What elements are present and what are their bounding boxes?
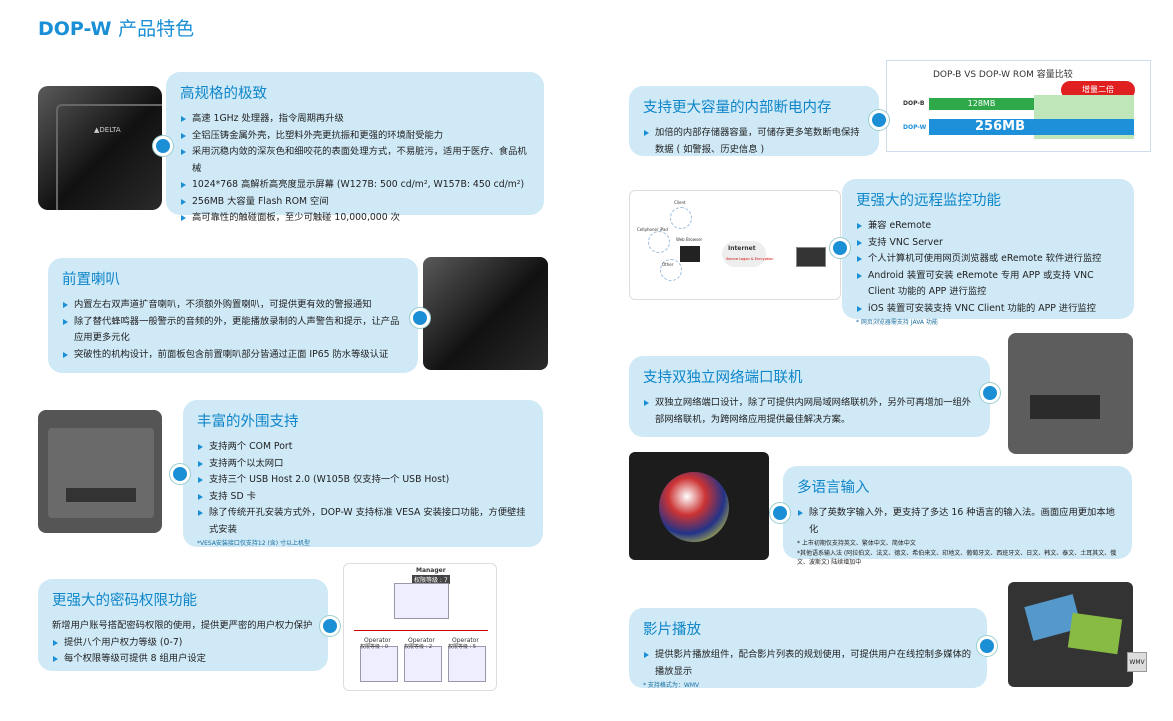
password-card: 更强大的密码权限功能 新增用户账号搭配密码权限的使用，提供更严密的用户权力保护 … [38,579,328,671]
feature-item: 支持三个 USB Host 2.0 (W105B 仅支持一个 USB Host) [197,472,529,489]
feature-item: 加倍的内部存储器容量，可储存更多笔数断电保持数据 ( 如警报、历史信息 ) [643,125,865,158]
feature-item: 256MB 大容量 Flash ROM 空间 [180,194,530,211]
high-spec-card: 高规格的极致 高速 1GHz 处理器，指令周期再升级全铝压铸金属外壳，比塑料外壳… [166,72,544,223]
feature-item: 支持两个 COM Port [197,439,529,456]
feature-item: 个人计算机可使用网页浏览器或 eRemote 软件进行监控 [856,251,1120,268]
connector-dot [410,308,430,328]
feature-item: 突破性的机构设计，前面板包含前置喇叭部分皆通过正面 IP65 防水等级认证 [62,347,404,364]
feature-item: 兼容 eRemote [856,218,1120,235]
language-note-1: * 上市初期仅支持英文、繁体中文、简体中文 [797,540,916,547]
speaker-photo [423,257,548,370]
network-card: 支持双独立网络端口联机 双独立网络端口设计，除了可提供内网局域网络联机外，另外可… [629,356,990,437]
feature-item: 提供八个用户权力等级 (0-7) [52,635,314,652]
language-globe-photo [629,452,769,560]
password-title: 更强大的密码权限功能 [52,593,197,609]
network-title: 支持双独立网络端口联机 [643,370,803,386]
feature-item: 双独立网络端口设计，除了可提供内网局域网络联机外，另外可再增加一组外部网络联机，… [643,395,976,428]
feature-item: 1024*768 高解析高亮度显示屏幕 (W127B: 500 cd/m², W… [180,177,530,194]
speaker-title: 前置喇叭 [62,272,120,288]
dopw-bar: 256MB [929,119,1134,135]
connector-dot [770,503,790,523]
memory-card: 支持更大容量的内部断电内存 加倍的内部存储器容量，可储存更多笔数断电保持数据 (… [629,86,879,156]
remote-title: 更强大的远程监控功能 [856,193,1001,209]
password-lead: 新增用户账号搭配密码权限的使用，提供更严密的用户权力保护 [52,620,313,631]
page-title: DOP-W 产品特色 [38,18,195,40]
feature-item: 除了替代蜂鸣器一般警示的音频的外，更能播放录制的人声警告和提示，让产品应用更多元… [62,314,404,347]
language-title: 多语言输入 [797,480,870,496]
password-diagram: Manager 权限等级 : 7 Operator Operator Opera… [343,563,497,691]
dopb-bar: 128MB [929,98,1034,110]
feature-item: Android 装置可安装 eRemote 专用 APP 或支持 VNC Cli… [856,268,1120,301]
connector-dot [869,110,889,130]
feature-item: 支持 SD 卡 [197,489,529,506]
connector-dot [153,136,173,156]
network-port-photo [1008,333,1133,454]
rear-panel-photo [38,410,162,533]
language-note-2: *其他语系输入法 (阿拉伯文、法文、德文、希伯来文、印地文、葡萄牙文、西班牙文、… [797,550,1117,566]
feature-item: iOS 装置可安装支持 VNC Client 功能的 APP 进行监控 [856,301,1120,318]
video-title: 影片播放 [643,622,701,638]
peripheral-title: 丰富的外围支持 [197,414,299,430]
feature-item: 采用沉稳内敛的深灰色和细咬花的表面处理方式，不易脏污，适用于医疗、食品机械 [180,144,530,177]
video-card: 影片播放 提供影片播放组件，配合影片列表的规划使用，可提供用户在线控制多媒体的播… [629,608,987,689]
java-note: * 网页浏览器需支持 JAVA 功能 [856,319,938,326]
wmv-icon: WMV [1127,652,1147,672]
wmv-note: * 支持格式为：WMV [643,682,700,689]
feature-item: 高速 1GHz 处理器，指令周期再升级 [180,111,530,128]
connector-dot [170,464,190,484]
increase-badge: 增量二倍 [1061,81,1135,99]
language-card: 多语言输入 除了英数字输入外，更支持了多达 16 种语言的输入法。画面应用更加本… [783,466,1132,566]
feature-item: 每个权限等级可提供 8 组用户设定 [52,651,314,668]
video-collage-photo [1008,582,1133,687]
feature-item: 除了英数字输入外，更支持了多达 16 种语言的输入法。画面应用更加本地化 [797,505,1118,538]
feature-item: 全铝压铸金属外壳，比塑料外壳更抗振和更强的环境耐受能力 [180,128,530,145]
connector-dot [980,383,1000,403]
feature-item: 内置左右双声道扩音喇叭，不须额外购置喇叭，可提供更有效的警报通知 [62,297,404,314]
speaker-card: 前置喇叭 内置左右双声道扩音喇叭，不须额外购置喇叭，可提供更有效的警报通知除了替… [48,258,418,373]
vesa-note: *VESA安装接口仅支持12 (含) 寸以上机型 [197,540,311,547]
feature-item: 高可靠性的触碰面板，至少可触碰 10,000,000 次 [180,210,530,227]
remote-diagram: Client Cellphone/ iPad Other Web Browser… [629,190,841,300]
feature-item: 支持 VNC Server [856,235,1120,252]
feature-item: 支持两个以太网口 [197,456,529,473]
rom-chart: DOP-B VS DOP-W ROM 容量比较 增量二倍 DOP-B 128MB… [886,60,1151,152]
high-spec-title: 高规格的极致 [180,86,267,102]
memory-title: 支持更大容量的内部断电内存 [643,100,832,116]
connector-dot [977,636,997,656]
hmi-corner-photo: ▲DELTA [38,86,162,210]
connector-dot [830,238,850,258]
connector-dot [320,616,340,636]
feature-item: 提供影片播放组件，配合影片列表的规划使用，可提供用户在线控制多媒体的播放显示 [643,647,973,680]
feature-item: 除了传统开孔安装方式外，DOP-W 支持标准 VESA 安装接口功能，方便壁挂式… [197,505,529,538]
